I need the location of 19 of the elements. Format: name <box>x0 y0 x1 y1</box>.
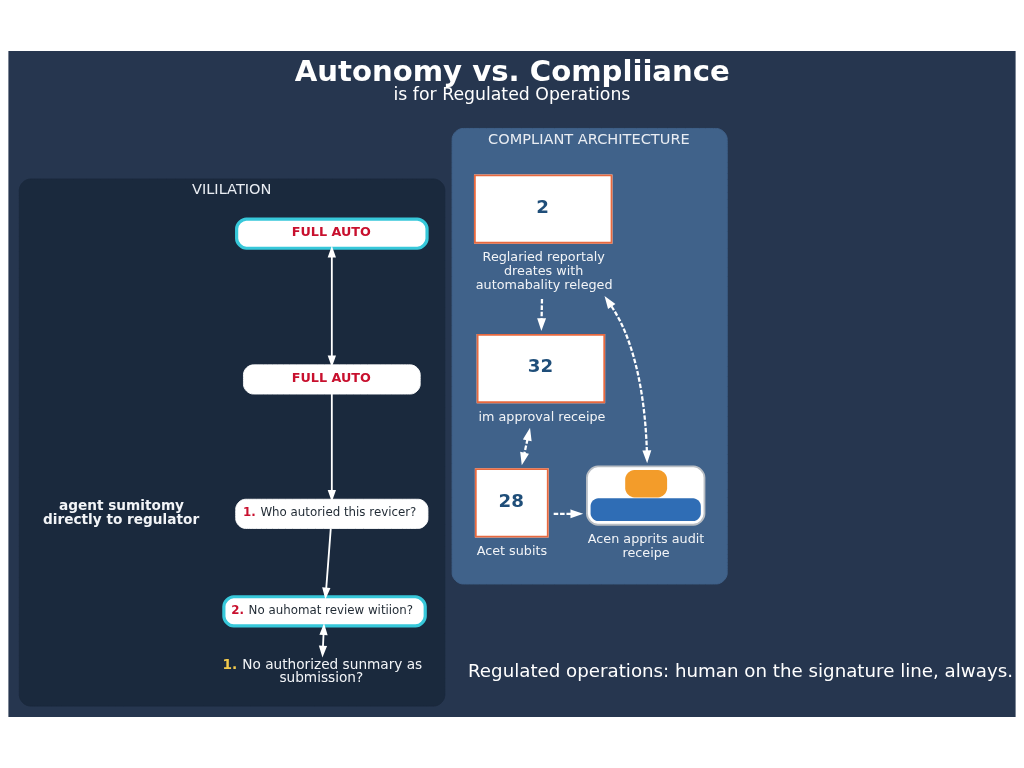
arrow <box>553 509 584 519</box>
node-label: Reglaried reportaly dreates with automabality releged <box>475 249 613 292</box>
node-label: Acet subits <box>476 543 548 559</box>
node-box: 1. Who autoried this revicer? <box>235 498 429 529</box>
node-label: Acen apprits audit receipe <box>587 531 705 560</box>
node-box: 2. No auhomat review witiion? <box>222 595 427 628</box>
node-box: FULL AUTO <box>243 364 421 395</box>
arrow <box>318 623 328 658</box>
arrow <box>537 298 547 332</box>
arrow <box>327 245 336 368</box>
arrow <box>327 393 336 502</box>
caption: Regulated operations: human on the signature line, always. <box>468 659 1013 681</box>
node-text: 1. No authorized sunmary as submission? <box>222 655 423 686</box>
node-box: FULL AUTO <box>235 217 429 250</box>
arrow <box>322 527 332 600</box>
arrow <box>604 296 652 464</box>
arrow <box>520 427 532 466</box>
label: agent sumitomy directly to regulator <box>43 497 200 527</box>
node-label: im approval receipe <box>478 408 606 424</box>
